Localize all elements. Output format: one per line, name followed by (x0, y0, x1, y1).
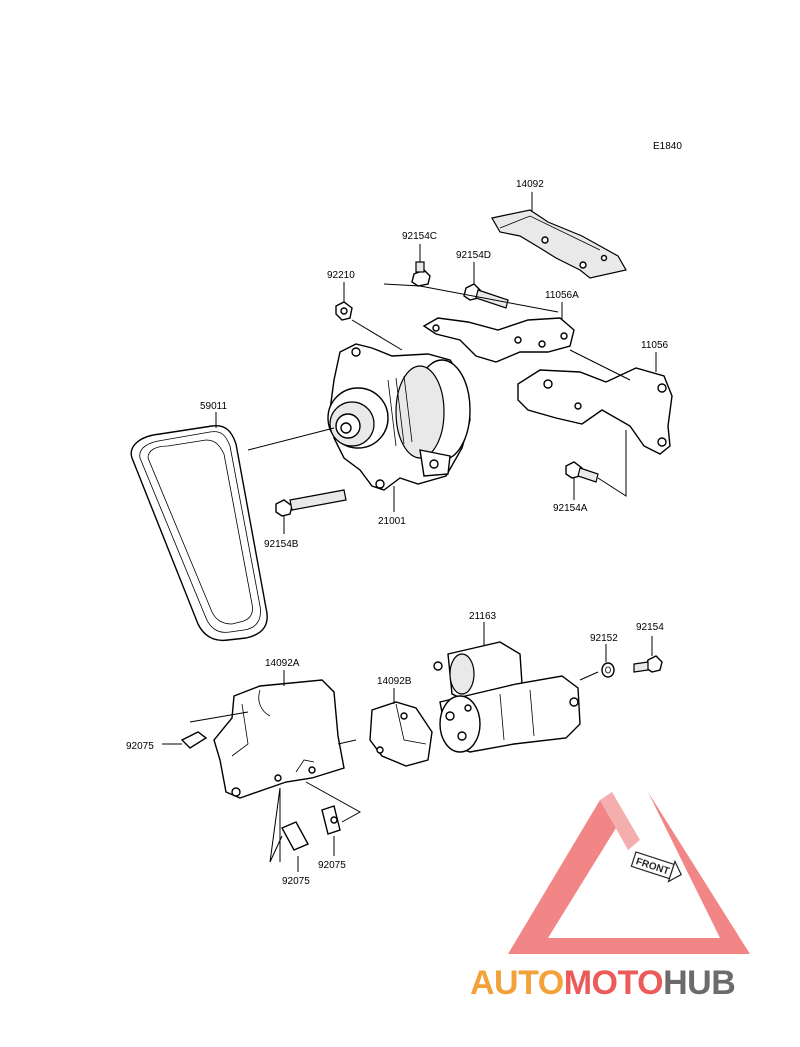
part-59011-belt (130, 425, 268, 642)
label-92154B: 92154B (264, 539, 299, 550)
label-92075-2: 92075 (282, 876, 310, 887)
guide-59011 (247, 427, 335, 451)
diagram-code: E1840 (653, 141, 682, 152)
label-14092B: 14092B (377, 676, 412, 687)
front-badge: FRONT (630, 851, 683, 883)
label-92075-3: 92075 (318, 860, 346, 871)
part-92210-nut (335, 301, 353, 321)
watermark-brand: AUTOMOTOHUB (470, 964, 800, 1003)
guide-92210 (351, 319, 403, 351)
label-92152: 92152 (590, 633, 618, 644)
brand-moto: MOTO (563, 964, 664, 1002)
part-14092-cover (491, 209, 627, 279)
part-92154D-bolt (463, 283, 509, 309)
guide-92154C (383, 283, 559, 313)
part-92075-pad-3 (321, 805, 341, 835)
guide-14092A-left (189, 711, 249, 723)
part-21163-starter (433, 641, 581, 753)
guide-11056 (569, 349, 631, 381)
logo-triangle-icon (508, 792, 750, 954)
label-92075-1: 92075 (126, 741, 154, 752)
label-14092: 14092 (516, 179, 544, 190)
label-92154: 92154 (636, 622, 664, 633)
part-14092B-cover (369, 701, 433, 767)
part-11056A-bracket (422, 317, 575, 363)
label-21163: 21163 (469, 611, 497, 622)
guide-92075-3 (305, 781, 362, 823)
label-92154A: 92154A (553, 503, 588, 514)
part-11056-bracket (517, 367, 673, 455)
part-92075-pad-2 (281, 821, 309, 851)
guide-92154 (579, 671, 599, 681)
part-92154B-bolt (275, 489, 347, 517)
part-92154C-bolt (411, 261, 431, 287)
logo-cutout-icon (634, 866, 660, 888)
brand-auto: AUTO (470, 964, 564, 1002)
part-92152-washer (601, 662, 615, 678)
brand-hub: HUB (663, 964, 736, 1002)
label-92154C: 92154C (402, 231, 437, 242)
label-21001: 21001 (378, 516, 406, 527)
logo-accent-icon (600, 792, 640, 850)
label-92210: 92210 (327, 270, 355, 281)
part-21001-alternator (327, 343, 471, 491)
label-11056: 11056 (641, 340, 669, 351)
watermark-logo: FRONT (508, 792, 750, 954)
part-92075-pad-1 (180, 731, 208, 749)
part-14092A-cover (213, 679, 345, 799)
label-14092A: 14092A (265, 658, 300, 669)
guide-92154A (597, 430, 627, 497)
label-92154D: 92154D (456, 250, 491, 261)
guide-14092A-right (337, 739, 357, 745)
guide-92075-2 (269, 787, 283, 863)
part-92154A-bolt (565, 461, 599, 483)
part-92154-bolt (633, 655, 663, 673)
label-11056A: 11056A (545, 290, 579, 301)
label-59011: 59011 (200, 401, 228, 412)
